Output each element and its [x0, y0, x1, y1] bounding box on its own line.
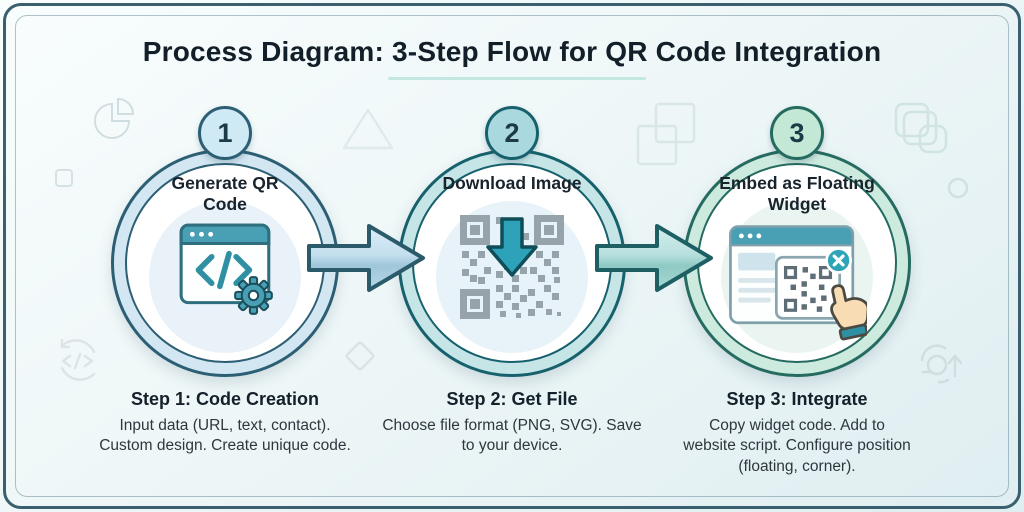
step3-footer: Step 3: Integrate Copy widget code. Add …	[647, 389, 947, 477]
widget-embed-cursor-icon	[725, 221, 870, 352]
code-cycle-icon	[48, 330, 108, 390]
small-square-icon	[54, 168, 74, 188]
step2-heading: Download Image	[442, 173, 582, 193]
qr-download-icon	[456, 211, 568, 328]
step3-footer-title: Step 3: Integrate	[726, 389, 868, 409]
overlapping-squares-icon	[630, 100, 702, 172]
page-title: Process Diagram: 3-Step Flow for QR Code…	[142, 36, 882, 67]
step2-circle: Download Image	[398, 149, 626, 377]
step1-footer-title: Step 1: Code Creation	[130, 389, 320, 409]
small-circle-icon	[946, 176, 970, 200]
step1-circle: Generate QR Code	[111, 149, 339, 377]
pie-chart-icon	[90, 96, 140, 146]
step2-number: 2	[504, 117, 520, 148]
step1-footer: Step 1: Code Creation Input data (URL, t…	[75, 389, 375, 457]
step3-number: 3	[789, 117, 805, 148]
step3-circle: Embed as Floating Widget	[683, 149, 911, 377]
step1-heading: Generate QR Code	[171, 173, 279, 214]
step1-number-badge: 1	[198, 106, 252, 160]
step2-number-badge: 2	[485, 106, 539, 160]
step3-heading: Embed as Floating Widget	[719, 173, 875, 214]
step1-number: 1	[217, 117, 233, 148]
title-underline	[388, 77, 646, 80]
triangle-icon	[340, 104, 396, 154]
arrow-step1-to-step2-icon	[307, 208, 433, 313]
arrow-step2-to-step3-icon	[595, 208, 721, 313]
code-window-gear-icon	[175, 219, 281, 326]
diamond-icon	[340, 336, 380, 376]
step2-footer: Step 2: Get File Choose file format (PNG…	[362, 389, 662, 457]
step3-footer-text: Copy widget code. Add to website script.…	[683, 417, 911, 475]
sync-icon	[910, 334, 970, 394]
step1-footer-text: Input data (URL, text, contact). Custom …	[99, 417, 351, 455]
step2-footer-title: Step 2: Get File	[446, 389, 578, 409]
step2-footer-text: Choose file format (PNG, SVG). Save to y…	[382, 417, 642, 455]
stacked-squares-icon	[894, 102, 956, 160]
step3-number-badge: 3	[770, 106, 824, 160]
